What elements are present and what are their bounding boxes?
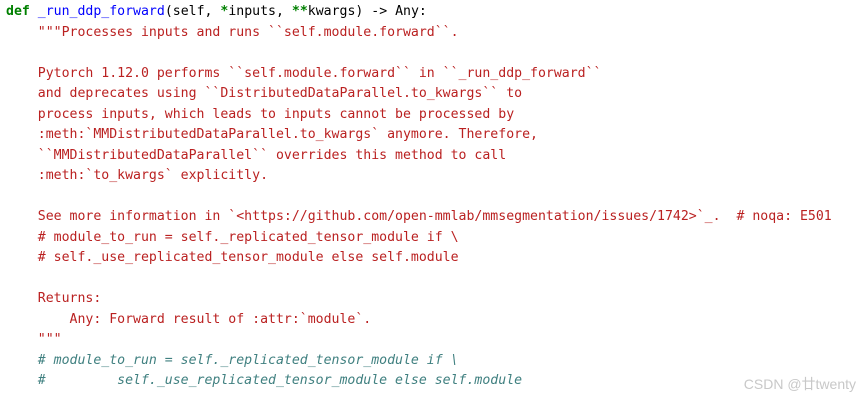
docstring-line: Any: Forward result of :attr:`module`.: [6, 311, 372, 327]
docstring-line: [6, 269, 832, 290]
code-block: def _run_ddp_forward(self, *inputs, **kw…: [6, 2, 832, 392]
docstring-line: # module_to_run = self._replicated_tenso…: [6, 229, 459, 245]
docstring-line: :meth:`MMDistributedDataParallel.to_kwar…: [6, 127, 538, 142]
function-signature-line: def _run_ddp_forward(self, *inputs, **kw…: [6, 2, 832, 23]
docstring-line: ``MMDistributedDataParallel`` overrides …: [6, 147, 507, 163]
function-name: _run_ddp_forward: [37, 4, 165, 19]
comment-line: # module_to_run = self._replicated_tenso…: [6, 352, 459, 368]
signature-inputs: inputs,: [228, 4, 292, 19]
signature-self: (self,: [164, 4, 221, 19]
docstring-line: process inputs, which leads to inputs ca…: [6, 106, 515, 122]
def-keyword: def: [6, 4, 30, 19]
double-star-operator: **: [291, 4, 308, 19]
docstring-line: """: [6, 332, 62, 347]
docstring-line: Returns:: [6, 291, 102, 306]
docstring-line: """Processes inputs and runs ``self.modu…: [6, 24, 459, 40]
docstring-line: :meth:`to_kwargs` explicitly.: [6, 168, 269, 183]
docstring-line: # self._use_replicated_tensor_module els…: [6, 250, 459, 265]
star-operator: *: [220, 4, 229, 19]
docstring-line: and deprecates using ``DistributedDataPa…: [6, 86, 523, 101]
docstring-line: [6, 187, 832, 208]
docstring-line: See more information in `<https://github…: [6, 209, 832, 224]
signature-kwargs-return: kwargs) -> Any:: [307, 4, 427, 19]
docstring-line: [6, 43, 832, 64]
csdn-watermark: CSDN @廿twenty: [743, 376, 856, 392]
docstring-line: Pytorch 1.12.0 performs ``self.module.fo…: [6, 65, 602, 81]
comment-line: # self._use_replicated_tensor_module els…: [6, 373, 523, 388]
